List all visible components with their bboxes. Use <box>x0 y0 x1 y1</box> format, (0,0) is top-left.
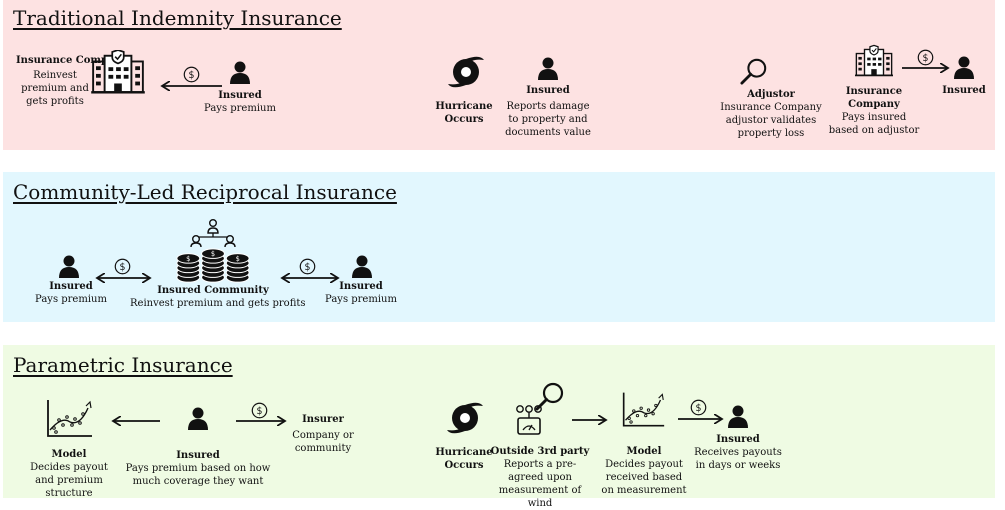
third-party-node: Outside 3rd party Reports a pre-agreed u… <box>488 445 592 510</box>
model-payout-desc: Decides payout received based on measure… <box>601 459 687 496</box>
magnifier-icon <box>535 381 565 411</box>
hurricane-name: Hurricane Occurs <box>435 101 493 125</box>
insured-right-desc: Pays premium <box>325 294 397 305</box>
person-icon <box>536 56 560 80</box>
insured-final-name: Insured <box>942 85 986 96</box>
third-party-name: Outside 3rd party <box>490 446 590 457</box>
adjustor-desc: Insurance Company adjustor validates pro… <box>720 102 822 139</box>
dollar-icon <box>690 399 707 416</box>
building-icon <box>91 50 145 94</box>
insured-left-name: Insured <box>49 281 93 292</box>
insured-report-desc: Reports damage to property and documents… <box>505 101 591 138</box>
community-title: Community-Led Reciprocal Insurance <box>13 180 397 204</box>
model-payout-name: Model <box>626 446 662 457</box>
person-icon <box>186 406 210 430</box>
traditional-title: Traditional Indemnity Insurance <box>13 6 342 30</box>
dollar-icon <box>183 66 200 83</box>
insured-right-name: Insured <box>339 281 383 292</box>
person-icon <box>228 60 252 84</box>
insurer-name: Insurer <box>302 414 344 425</box>
magnifier-icon <box>740 57 768 85</box>
person-icon <box>952 55 976 79</box>
network-icon <box>189 218 237 248</box>
insured-left-node: Insured Pays premium <box>26 280 116 306</box>
parametric-insured-node: Insured Pays premium based on how much c… <box>124 449 272 488</box>
insured-payout-desc: Receives payouts in days or weeks <box>694 447 782 471</box>
hurricane-node: Hurricane Occurs <box>430 100 498 126</box>
parametric-insured-name: Insured <box>176 450 220 461</box>
third-party-desc: Reports a pre-agreed upon measurement of… <box>498 459 582 509</box>
model-node: Model Decides payout and premium structu… <box>20 448 118 500</box>
chart-icon <box>44 398 94 442</box>
chart-icon <box>620 390 666 432</box>
insurer-desc: Company or community <box>292 430 354 454</box>
insurance-company-node: Insurance Company Reinvest premium and g… <box>16 54 128 108</box>
parametric-section <box>3 345 995 498</box>
model-desc: Decides payout and premium structure <box>30 462 108 499</box>
traditional-section <box>3 0 995 150</box>
person-icon <box>57 254 81 278</box>
dollar-icon <box>917 49 934 66</box>
community-section <box>3 172 995 322</box>
coins-icon <box>175 248 251 284</box>
parametric-insured-desc: Pays premium based on how much coverage … <box>125 463 271 487</box>
company-pays-name: Insurance Company <box>845 86 903 110</box>
insurer-node: Insurer Company or community <box>288 413 358 455</box>
company-pays-node: Insurance Company Pays insured based on … <box>826 85 922 137</box>
building-icon <box>855 40 893 82</box>
insured-right-node: Insured Pays premium <box>316 280 406 306</box>
hurricane-icon <box>446 52 486 92</box>
community-name: Insured Community <box>157 285 269 296</box>
insured-name: Insured <box>218 90 262 101</box>
community-desc: Reinvest premium and gets profits <box>130 298 306 309</box>
insured-report-name: Insured <box>526 85 570 96</box>
dollar-icon <box>299 258 316 275</box>
insured-node: Insured Pays premium <box>195 89 285 115</box>
adjustor-name: Adjustor <box>747 89 795 100</box>
parametric-hurricane-name: Hurricane Occurs <box>435 447 493 471</box>
insurance-company-desc: Reinvest premium and gets profits <box>21 70 89 107</box>
company-pays-desc: Pays insured based on adjustor <box>828 112 920 136</box>
insured-final-node: Insured <box>934 84 994 97</box>
parametric-title: Parametric Insurance <box>13 353 233 377</box>
adjustor-node: Adjustor Insurance Company adjustor vali… <box>720 88 822 140</box>
insured-payout-node: Insured Receives payouts in days or week… <box>688 433 788 472</box>
person-icon <box>350 254 374 278</box>
insured-payout-name: Insured <box>716 434 760 445</box>
person-icon <box>726 404 750 428</box>
model-name: Model <box>51 449 87 460</box>
insured-desc: Pays premium <box>204 103 276 114</box>
community-node: Insured Community Reinvest premium and g… <box>130 284 306 310</box>
dollar-icon <box>114 258 131 275</box>
hurricane-icon <box>445 398 485 438</box>
dollar-icon <box>251 402 268 419</box>
insured-report-node: Insured Reports damage to property and d… <box>503 84 593 139</box>
parametric-hurricane-node: Hurricane Occurs <box>430 446 498 472</box>
model-payout-node: Model Decides payout received based on m… <box>598 445 690 497</box>
insurance-company-name: Insurance Company <box>16 55 128 66</box>
insured-left-desc: Pays premium <box>35 294 107 305</box>
